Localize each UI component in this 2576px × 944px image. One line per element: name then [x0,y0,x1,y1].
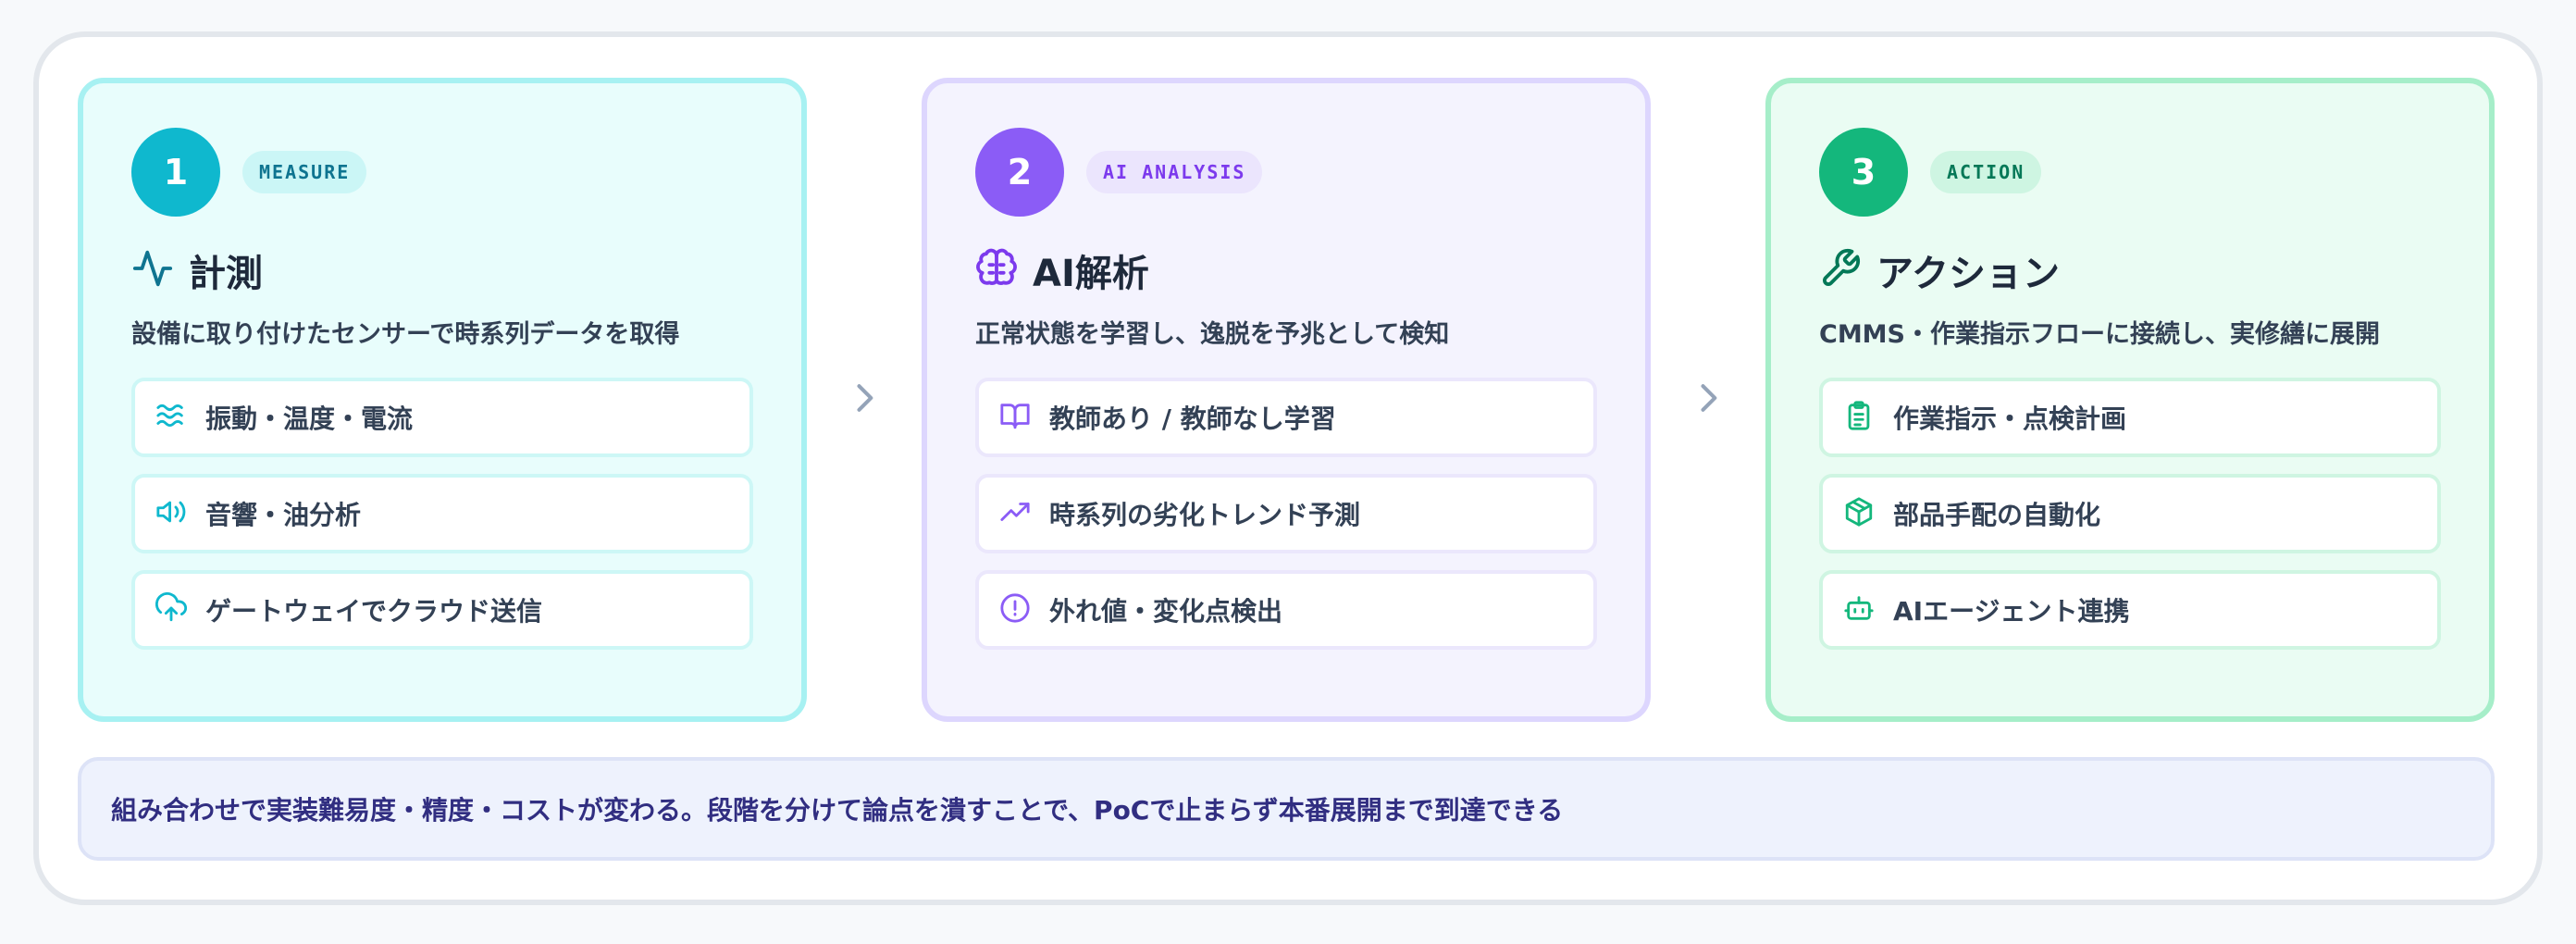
step-description: 正常状態を学習し、逸脱を予兆として検知 [975,320,1450,349]
step-title-row: アクション [1819,244,2441,296]
step-header: 3 ACTION [1819,128,2441,217]
list-item-label: AIエージェント連携 [1893,596,2130,627]
step-title-row: 計測 [131,244,753,296]
wrench-icon [1819,247,1862,293]
list-item-label: 振動・温度・電流 [205,404,414,434]
step-header: 1 MEASURE [131,128,753,217]
clipboard-list-icon [1843,400,1875,435]
list-item: 作業指示・点検計画 [1819,378,2441,457]
step-description: CMMS・作業指示フローに接続し、実修繕に展開 [1819,320,2380,349]
list-item: ゲートウェイでクラウド送信 [131,570,753,650]
list-item: 部品手配の自動化 [1819,474,2441,553]
book-open-icon [999,400,1031,435]
bot-icon [1843,592,1875,627]
step-item-list: 教師あり / 教師なし学習 時系列の劣化トレンド予測 外れ値・変化点検出 [975,378,1597,650]
list-item: 振動・温度・電流 [131,378,753,457]
step-tag: MEASURE [242,151,367,193]
list-item-label: ゲートウェイでクラウド送信 [205,596,543,627]
list-item-label: 音響・油分析 [205,500,362,530]
list-item: 外れ値・変化点検出 [975,570,1597,650]
chevron-right-icon [844,378,885,422]
step-title: AI解析 [1033,253,1149,295]
flow-arrow [807,78,922,722]
step-card-action: 3 ACTION アクション CMMS・作業指示フローに接続し、実修繕に展開 作… [1765,78,2495,722]
alert-circle-icon [999,592,1031,627]
step-title: 計測 [189,253,263,295]
summary-callout: 組み合わせで実装難易度・精度・コストが変わる。段階を分けて論点を潰すことで、Po… [78,757,2495,861]
step-item-list: 振動・温度・電流 音響・油分析 ゲートウェイでクラウド送信 [131,378,753,650]
flow-arrow [1651,78,1765,722]
list-item: AIエージェント連携 [1819,570,2441,650]
step-tag: AI ANALYSIS [1086,151,1263,193]
step-card-measure: 1 MEASURE 計測 設備に取り付けたセンサーで時系列データを取得 振動・温… [78,78,807,722]
list-item: 音響・油分析 [131,474,753,553]
chevron-right-icon [1688,378,1728,422]
step-description: 設備に取り付けたセンサーで時系列データを取得 [131,320,680,349]
step-title-row: AI解析 [975,244,1597,296]
step-number-badge: 2 [975,128,1064,217]
speaker-icon [155,496,187,531]
step-number-badge: 1 [131,128,220,217]
package-icon [1843,496,1875,531]
brain-icon [975,247,1018,293]
summary-text: 組み合わせで実装難易度・精度・コストが変わる。段階を分けて論点を潰すことで、Po… [111,795,1564,826]
activity-pulse-icon [131,247,174,293]
list-item: 教師あり / 教師なし学習 [975,378,1597,457]
waves-icon [155,400,187,435]
trending-up-icon [999,496,1031,531]
step-card-ai-analysis: 2 AI ANALYSIS AI解析 正常状態を学習し、逸脱を予兆として検知 教… [922,78,1651,722]
list-item: 時系列の劣化トレンド予測 [975,474,1597,553]
list-item-label: 外れ値・変化点検出 [1049,596,1283,627]
step-tag: ACTION [1930,151,2042,193]
list-item-label: 時系列の劣化トレンド予測 [1049,500,1361,530]
step-number-badge: 3 [1819,128,1908,217]
step-item-list: 作業指示・点検計画 部品手配の自動化 AIエージェント連携 [1819,378,2441,650]
list-item-label: 部品手配の自動化 [1893,500,2101,530]
step-title: アクション [1876,253,2060,295]
cloud-upload-icon [155,592,188,627]
list-item-label: 作業指示・点検計画 [1893,404,2127,434]
step-header: 2 AI ANALYSIS [975,128,1597,217]
list-item-label: 教師あり / 教師なし学習 [1049,404,1336,434]
pipeline-diagram: 1 MEASURE 計測 設備に取り付けたセンサーで時系列データを取得 振動・温… [78,78,2495,722]
